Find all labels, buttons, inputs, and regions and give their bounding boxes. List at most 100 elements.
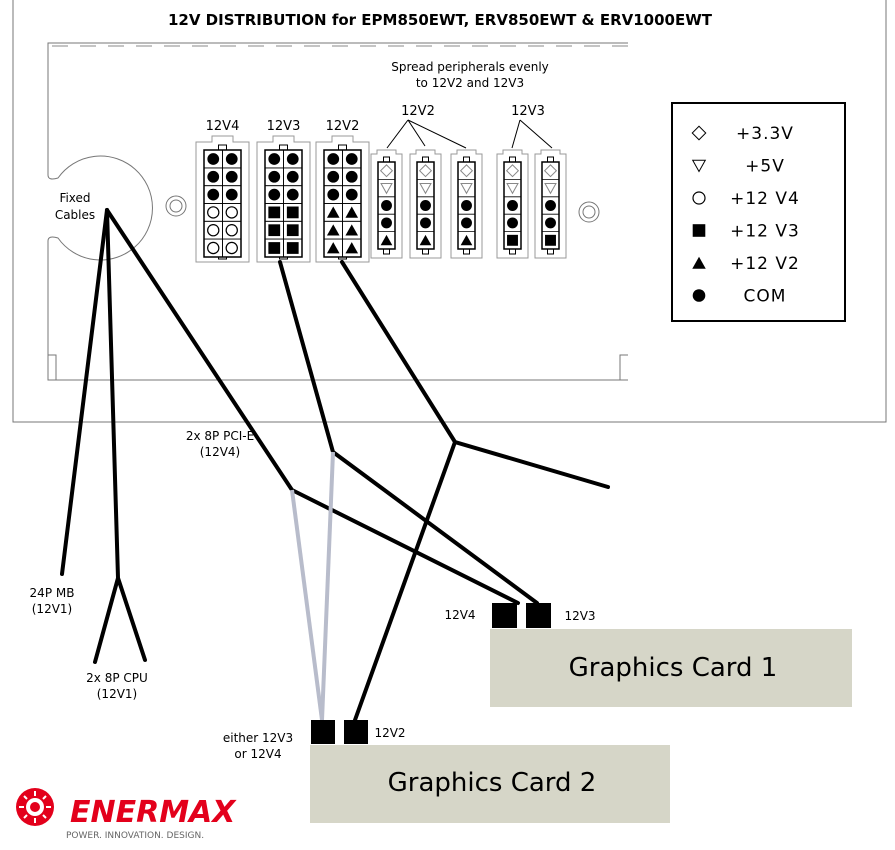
cable-24p-mb	[60, 208, 109, 576]
cable-8p-cpu	[93, 208, 147, 664]
dot-com-icon	[207, 188, 220, 201]
dot-com-icon	[327, 188, 340, 201]
dot-com-icon	[225, 153, 238, 165]
dot-com-icon	[420, 217, 431, 229]
triangle-12v2-icon	[692, 256, 706, 269]
triangle-down-5v-icon	[544, 183, 557, 195]
dot-com-icon	[545, 217, 556, 229]
gc2-connector-left	[311, 720, 335, 744]
legend: +3.3V +5V +12 V4 +12 V3 +12 V2 COM	[691, 124, 800, 307]
group-label-12v3: 12V3	[511, 104, 545, 119]
pin-cell	[222, 238, 242, 258]
circle-12v4-icon	[207, 223, 220, 237]
legend-label: COM	[744, 287, 787, 307]
triangle-12v2-icon	[345, 224, 359, 236]
dot-com-icon	[207, 153, 220, 165]
mb-label: (12V1)	[32, 602, 72, 616]
triangle-12v2-icon	[460, 234, 473, 246]
fixed-cables-label: Fixed	[59, 191, 90, 205]
dot-com-icon	[207, 170, 220, 183]
dot-com-icon	[286, 188, 299, 201]
square-12v3-icon	[268, 242, 281, 254]
legend-item: +12 V3	[692, 222, 800, 242]
connector-peripheral	[496, 149, 529, 259]
dot-com-icon	[420, 200, 431, 211]
gc1-connector-12v3	[526, 603, 551, 628]
square-12v3-icon	[692, 224, 706, 237]
circle-12v4-icon	[225, 223, 238, 237]
dot-com-icon	[286, 153, 299, 165]
triangle-12v2-icon	[326, 206, 340, 218]
dot-com-icon	[286, 170, 299, 183]
gc1-connector-12v4	[492, 603, 517, 628]
pin-cell	[342, 238, 362, 258]
cable-optional-12v3	[320, 451, 335, 721]
connector-12v3: 12V3	[256, 119, 311, 263]
gc2-connector-right	[344, 720, 368, 744]
mb-label: 24P MB	[30, 586, 75, 600]
diamond-3v3-icon	[691, 125, 707, 141]
legend-box	[671, 102, 846, 322]
panel-notches	[48, 354, 628, 380]
triangle-12v2-icon	[380, 234, 393, 246]
dot-com-icon	[545, 200, 556, 211]
legend-label: +12 V2	[730, 254, 800, 274]
graphics-card-1	[490, 629, 852, 707]
cpu-label: (12V1)	[97, 687, 137, 701]
square-12v3-icon	[268, 224, 281, 237]
connector-12v2: 12V2	[315, 119, 370, 263]
cable-optional-12v4	[290, 489, 324, 721]
legend-item: COM	[692, 287, 787, 307]
triangle-down-5v-icon	[691, 159, 707, 173]
cpu-label: 2x 8P CPU	[86, 671, 148, 685]
circle-12v4-icon	[225, 241, 238, 255]
graphics-card-2-label: Graphics Card 2	[388, 768, 597, 798]
dot-com-icon	[461, 200, 472, 211]
legend-label: +12 V3	[730, 222, 800, 242]
circle-12v4-icon	[692, 191, 706, 205]
screw-hole-right	[578, 201, 600, 223]
connector-12v4: 12V4	[195, 119, 250, 263]
psu-outline	[12, 0, 887, 423]
pcie-label: 2x 8P PCI-E	[186, 429, 254, 443]
square-12v3-icon	[545, 234, 556, 246]
triangle-12v2-icon	[326, 224, 340, 236]
square-12v3-icon	[507, 234, 518, 246]
connector-peripheral	[409, 149, 442, 259]
square-12v3-icon	[286, 206, 299, 219]
dot-com-icon	[507, 200, 518, 211]
dot-com-icon	[225, 170, 238, 183]
cable-pcie-12v2	[340, 260, 610, 722]
dot-com-icon	[507, 217, 518, 229]
dot-com-icon	[327, 170, 340, 183]
dot-com-icon	[692, 289, 706, 302]
gc1-left-label: 12V4	[444, 608, 475, 622]
diamond-3v3-icon	[459, 164, 474, 178]
square-12v3-icon	[286, 224, 299, 237]
gc2-right-label: 12V2	[374, 726, 405, 740]
dot-com-icon	[381, 200, 392, 211]
diamond-3v3-icon	[505, 164, 520, 178]
dot-com-icon	[345, 188, 358, 201]
circle-12v4-icon	[207, 206, 220, 219]
dot-com-icon	[268, 170, 281, 183]
square-12v3-icon	[268, 206, 281, 219]
legend-item: +5V	[691, 157, 785, 177]
legend-label: +5V	[745, 157, 785, 177]
pcie-label: (12V4)	[200, 445, 240, 459]
triangle-12v2-icon	[419, 234, 432, 246]
triangle-down-5v-icon	[419, 183, 432, 195]
legend-item: +12 V4	[692, 189, 800, 209]
circle-12v4-icon	[225, 206, 238, 219]
gear-icon	[16, 788, 54, 826]
legend-label: +12 V4	[730, 189, 800, 209]
dot-com-icon	[345, 153, 358, 165]
legend-item: +3.3V	[691, 124, 793, 144]
logo-wordmark: ENERMAX	[70, 795, 237, 830]
note-text: Spread peripherals evenly	[391, 60, 549, 74]
dot-com-icon	[268, 188, 281, 201]
triangle-down-5v-icon	[380, 183, 393, 195]
graphics-card-1-label: Graphics Card 1	[569, 653, 778, 683]
